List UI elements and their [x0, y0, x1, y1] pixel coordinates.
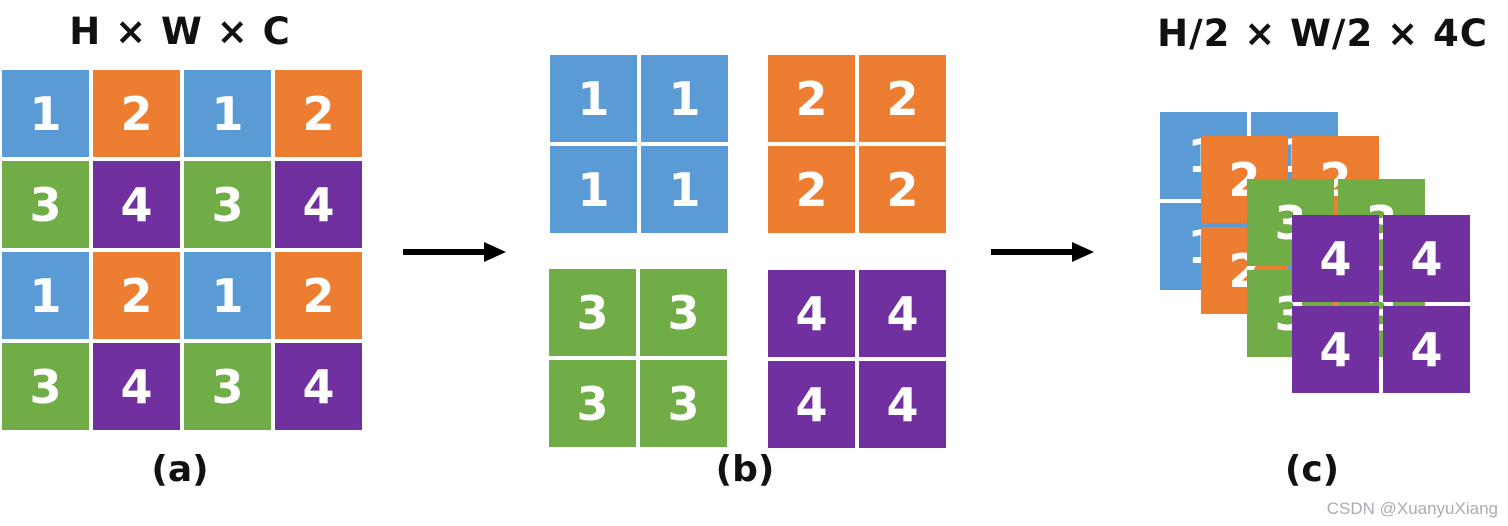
grid-cell: 1	[2, 70, 89, 157]
grid-cell: 4	[275, 161, 362, 248]
panel-b-group-2: 2 2 2 2	[768, 55, 946, 233]
grid-cell: 1	[641, 55, 728, 142]
grid-cell: 3	[549, 269, 636, 356]
grid-cell: 3	[2, 343, 89, 430]
grid-cell: 1	[2, 252, 89, 339]
grid-cell: 4	[859, 361, 946, 448]
grid-cell: 2	[859, 146, 946, 233]
grid-cell: 3	[184, 161, 271, 248]
grid-cell: 2	[859, 55, 946, 142]
grid-cell: 1	[550, 55, 637, 142]
grid-cell: 4	[93, 161, 180, 248]
grid-cell: 2	[93, 70, 180, 157]
panel-c-caption: (c)	[1284, 449, 1340, 490]
arrow-right-icon	[991, 242, 1094, 262]
grid-cell: 1	[184, 70, 271, 157]
grid-cell: 1	[184, 252, 271, 339]
grid-cell: 2	[768, 146, 855, 233]
grid-cell: 4	[859, 270, 946, 357]
grid-cell: 4	[275, 343, 362, 430]
grid-cell: 3	[640, 360, 727, 447]
grid-cell: 4	[1292, 306, 1379, 393]
panel-b-caption: (b)	[715, 449, 775, 490]
grid-cell: 4	[1292, 215, 1379, 302]
grid-cell: 2	[768, 55, 855, 142]
grid-cell: 4	[768, 270, 855, 357]
grid-cell: 4	[1383, 306, 1470, 393]
grid-cell: 1	[641, 146, 728, 233]
grid-cell: 1	[550, 146, 637, 233]
grid-cell: 3	[2, 161, 89, 248]
panel-b-group-3: 3 3 3 3	[549, 269, 727, 447]
grid-cell: 2	[275, 252, 362, 339]
arrow-right-icon	[403, 242, 506, 262]
grid-cell: 4	[1383, 215, 1470, 302]
panel-a-caption: (a)	[151, 449, 209, 490]
panel-a-title: H × W × C	[69, 10, 291, 53]
grid-cell: 3	[184, 343, 271, 430]
csdn-watermark: CSDN @XuanyuXiang	[1326, 499, 1498, 518]
panel-c-layer-4: 4 4 4 4	[1292, 215, 1470, 393]
panel-c-title: H/2 × W/2 × 4C	[1157, 12, 1488, 55]
grid-cell: 2	[93, 252, 180, 339]
panel-a-grid: 1 2 1 2 3 4 3 4 1 2 1 2 3 4 3 4	[2, 70, 362, 430]
grid-cell: 4	[93, 343, 180, 430]
grid-cell: 4	[768, 361, 855, 448]
grid-cell: 3	[640, 269, 727, 356]
grid-cell: 2	[275, 70, 362, 157]
panel-b-group-4: 4 4 4 4	[768, 270, 946, 448]
panel-b-group-1: 1 1 1 1	[550, 55, 728, 233]
grid-cell: 3	[549, 360, 636, 447]
